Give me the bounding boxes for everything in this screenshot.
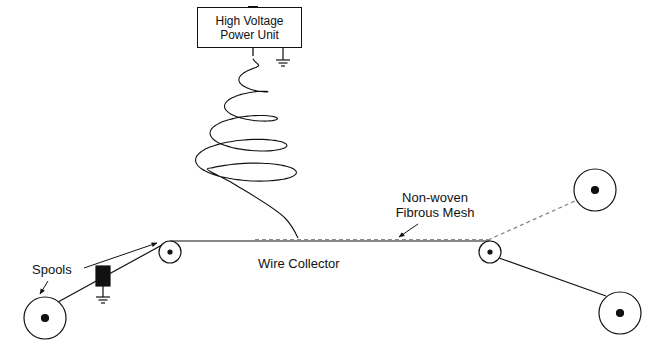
wire bbox=[58, 245, 162, 302]
spool bbox=[24, 297, 66, 339]
part-label: Spools bbox=[32, 262, 72, 277]
spool bbox=[574, 169, 616, 211]
wire-collector bbox=[170, 240, 490, 241]
spool-hub bbox=[617, 310, 624, 317]
wire bbox=[499, 258, 606, 296]
ground-lead bbox=[282, 48, 283, 60]
wire-collector-path bbox=[58, 241, 606, 302]
spool bbox=[599, 292, 641, 334]
fibrous-mesh bbox=[488, 201, 575, 240]
spool bbox=[159, 241, 181, 263]
fiber-jet-spiral bbox=[196, 59, 298, 238]
leader-arrow bbox=[40, 281, 48, 294]
spool bbox=[479, 241, 501, 263]
fibrous-mesh bbox=[255, 239, 488, 241]
part-label: Non-woven Fibrous Mesh bbox=[390, 190, 480, 220]
ground-bar bbox=[101, 302, 105, 303]
leader-arrows bbox=[40, 224, 418, 294]
ground-brush bbox=[96, 266, 110, 286]
ground-lead bbox=[102, 286, 103, 297]
spool-hub bbox=[168, 250, 172, 254]
ground-bar bbox=[96, 296, 110, 297]
leader-arrow bbox=[84, 243, 157, 268]
spool-hub bbox=[592, 187, 599, 194]
spool-hub bbox=[488, 250, 492, 254]
ground-bar bbox=[276, 59, 290, 60]
ground-bar bbox=[99, 299, 108, 300]
power-unit-box: High Voltage Power Unit bbox=[197, 7, 302, 48]
node-label: High Voltage Power Unit bbox=[204, 14, 295, 42]
ground-symbol bbox=[276, 48, 290, 66]
leader-arrow bbox=[399, 224, 418, 237]
spool-hub bbox=[42, 315, 49, 322]
part-label: Wire Collector bbox=[258, 256, 340, 271]
spools bbox=[24, 169, 641, 339]
ground-contact bbox=[96, 266, 110, 303]
ground-bar bbox=[281, 65, 285, 66]
ground-bar bbox=[279, 62, 288, 63]
